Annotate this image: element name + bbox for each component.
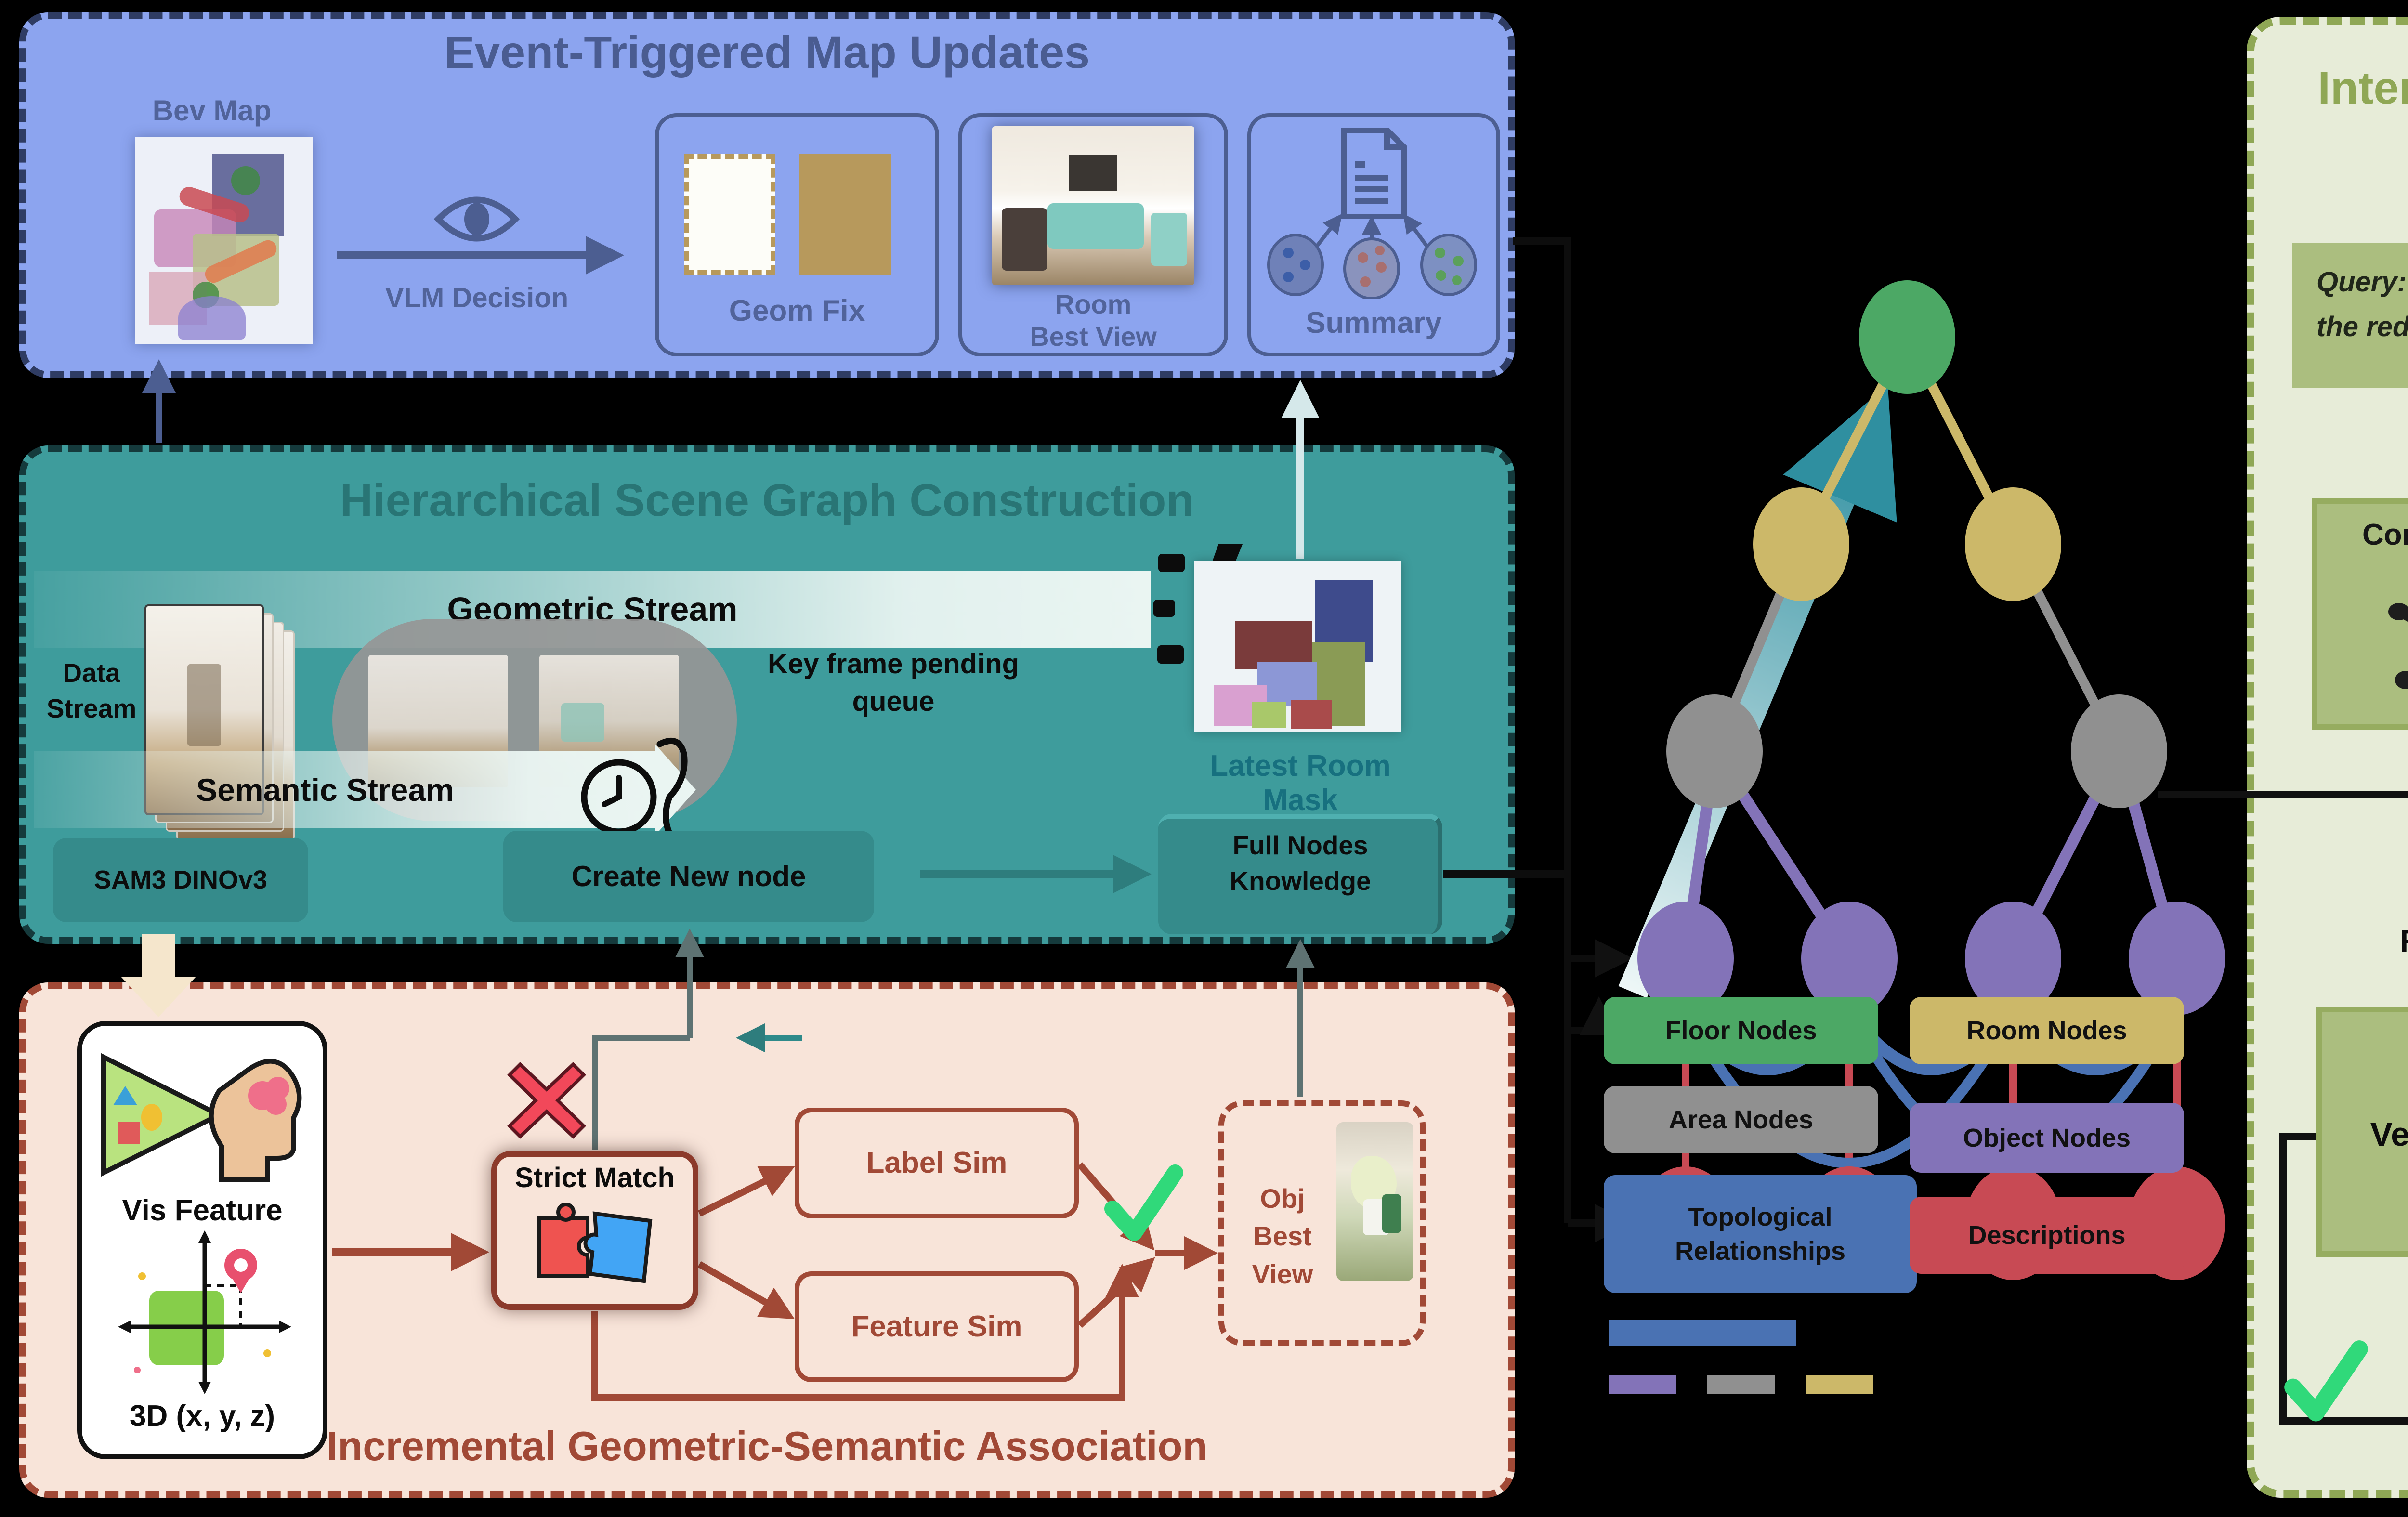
- rank-top-k-label: Rank Top-k: [2360, 922, 2408, 959]
- sam-dino-label: SAM3 DINOv3: [93, 865, 268, 894]
- panel-title-retrieval: Interpretable Closed-Loop Retrieval with…: [2317, 63, 2408, 114]
- constraint-graph-icon: [2388, 603, 2408, 689]
- label-sim-box: [795, 1108, 1079, 1218]
- legend-item-area: Area Nodes: [1604, 1086, 1878, 1153]
- edge-swatch-room: [1806, 1375, 1873, 1394]
- data-stream-label: Data Stream: [46, 658, 137, 724]
- summary-label: Summary: [1306, 306, 1442, 340]
- legend-label: Topological Relationships: [1675, 1203, 1846, 1266]
- vis-feature-label: Vis Feature: [122, 1194, 283, 1227]
- room-node: [1753, 487, 1849, 601]
- room-best-view-label: Room Best View: [1030, 289, 1157, 352]
- retrieval-verification-panel: [2247, 17, 2408, 1498]
- summary-box: [1247, 113, 1500, 356]
- room-best-view-image: [992, 126, 1194, 285]
- latest-room-mask-label: Latest Room Mask: [1210, 749, 1391, 817]
- legend-item-floor: Floor Nodes: [1604, 997, 1878, 1064]
- strict-match-label: Strict Match: [515, 1162, 675, 1193]
- perception-icon: [101, 1053, 302, 1182]
- query-text: Query: “Find me a flower on the table in…: [2316, 266, 2408, 342]
- vlm-decision-label: VLM Decision: [385, 282, 569, 314]
- legend-label: Room Nodes: [1966, 1016, 2127, 1045]
- bev-map-image: [135, 137, 313, 344]
- panel-title-scene-graph: Hierarchical Scene Graph Construction: [340, 475, 1194, 526]
- room-node: [1965, 487, 2061, 601]
- floor-node: [1859, 280, 1955, 394]
- coords-3d-label: 3D (x, y, z): [129, 1399, 275, 1433]
- eye-icon: [433, 196, 520, 242]
- hierarchy-growth-arrow: [1618, 385, 1897, 998]
- edge-swatch-object: [1609, 1375, 1676, 1394]
- legend-item-topological: Topological Relationships: [1604, 1175, 1917, 1293]
- semantic-stream-band: [34, 751, 655, 828]
- legend-item-room: Room Nodes: [1910, 997, 2184, 1064]
- check-icon: [1104, 1164, 1183, 1241]
- puzzle-icon: [537, 1203, 653, 1283]
- create-new-node-label: Create New node: [571, 860, 806, 892]
- geom-fix-box: [655, 113, 939, 356]
- latest-room-mask-image: [1194, 561, 1401, 732]
- area-node: [2071, 694, 2167, 808]
- obj-best-view-label: Obj Best View: [1252, 1183, 1313, 1289]
- obj-best-view-image: [1336, 1122, 1413, 1281]
- cluster-icons: [1267, 234, 1477, 299]
- edge-swatch-topological: [1609, 1320, 1796, 1346]
- semantic-stream-label: Semantic Stream: [196, 772, 454, 808]
- room-best-view-box: [958, 113, 1228, 356]
- constraint-label: Constraint: [2362, 518, 2408, 551]
- panel-title-association: Incremental Geometric-Semantic Associati…: [326, 1424, 1208, 1469]
- area-node: [1666, 694, 1763, 808]
- coordinate-axes-icon: [118, 1230, 291, 1394]
- legend-label: Floor Nodes: [1665, 1016, 1817, 1045]
- query-box: [2292, 243, 2408, 388]
- multi-role-box: [2312, 498, 2408, 730]
- legend-label: Descriptions: [1968, 1221, 2126, 1250]
- legend-item-descriptions: Descriptions: [1910, 1197, 2184, 1274]
- full-nodes-box: [1158, 814, 1442, 934]
- geom-fix-patch-image: [684, 154, 775, 275]
- verification-label: Verification: [2370, 1115, 2408, 1153]
- legend-label: Area Nodes: [1668, 1105, 1814, 1134]
- geom-fix-label: Geom Fix: [729, 294, 865, 327]
- label-sim-label: Label Sim: [866, 1146, 1008, 1179]
- check-icon-final: [2284, 1340, 2368, 1422]
- geom-fix-solid-image: [799, 154, 891, 275]
- full-nodes-label: Full Nodes Knowledge: [1230, 830, 1371, 896]
- bev-map-label: Bev Map: [152, 94, 272, 127]
- sam-dino-box: [53, 838, 308, 922]
- obj-best-view-box: [1218, 1100, 1426, 1346]
- legend-label: Object Nodes: [1963, 1123, 2131, 1152]
- create-new-node-box: [503, 831, 874, 922]
- panel-title-map-updates: Event-Triggered Map Updates: [444, 27, 1090, 78]
- x-icon: [507, 1062, 586, 1139]
- edge-swatch-area: [1707, 1375, 1775, 1394]
- key-frame-label: Key frame pending queue: [767, 648, 1020, 718]
- legend-item-object: Object Nodes: [1910, 1103, 2184, 1173]
- feature-sim-label: Feature Sim: [851, 1310, 1022, 1343]
- document-icon: [1341, 128, 1407, 219]
